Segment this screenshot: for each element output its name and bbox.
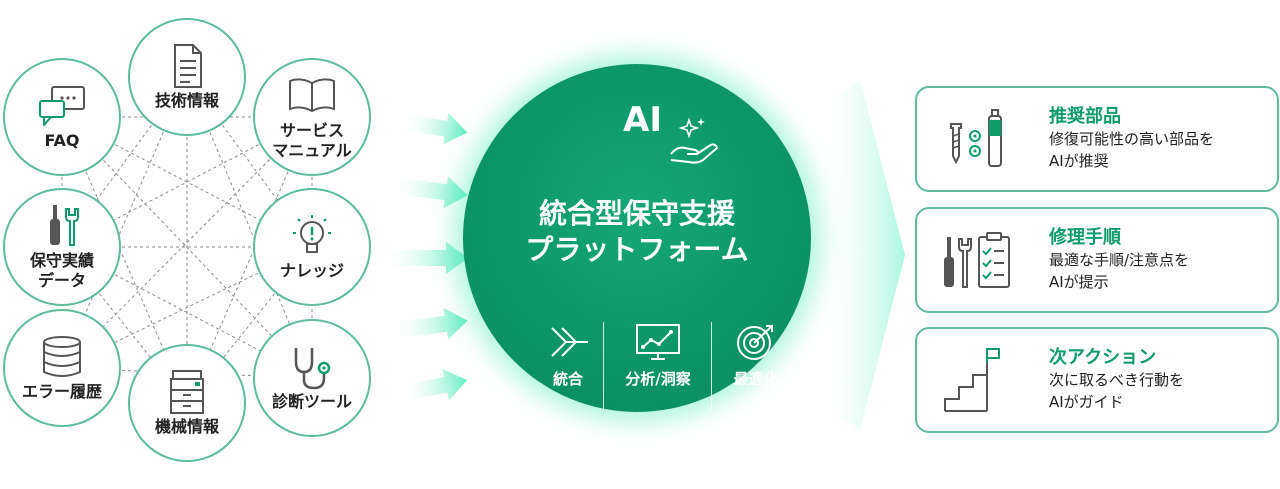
feature-divider xyxy=(603,322,604,410)
card-recommended-parts-desc: 修復可能性の高い部品を AIが推奨 xyxy=(1049,130,1215,170)
card-recommended-parts: 推奨部品 修復可能性の高い部品を AIが推奨 xyxy=(915,86,1279,192)
platform-hub: AI 統合型保守支援 プラットフォーム 統合 xyxy=(463,64,811,412)
chart-monitor-icon xyxy=(636,324,680,360)
node-maintenance-data: 保守実績 データ xyxy=(3,188,121,306)
feature-integrate: 統合 xyxy=(513,322,623,389)
node-tech-info-label: 技術情報 xyxy=(154,91,219,110)
card-recommended-parts-title: 推奨部品 xyxy=(1049,106,1121,127)
ai-badge: AI xyxy=(623,100,662,140)
node-faq: FAQ xyxy=(3,58,121,176)
node-service-manual: サービス マニュアル xyxy=(253,58,371,176)
feature-divider xyxy=(711,322,712,410)
node-knowledge: ナレッジ xyxy=(253,188,371,306)
card-next-action: 次アクション 次に取るべき行動を AIがガイド xyxy=(915,327,1279,433)
node-machine-info-label: 機械情報 xyxy=(154,417,219,436)
parts-icon xyxy=(950,109,1002,167)
node-error-history-label: エラー履歴 xyxy=(21,382,102,401)
node-knowledge-label: ナレッジ xyxy=(279,261,344,280)
checklist-tools-icon xyxy=(944,232,1010,288)
stairs-flag-icon xyxy=(944,348,1000,412)
feature-analysis: 分析/洞察 xyxy=(603,322,713,389)
hub-title-line1: 統合型保守支援 xyxy=(538,197,735,230)
card-repair-steps: 修理手順 最適な手順/注意点を AIが提示 xyxy=(915,207,1279,313)
screwdriver-wrench-icon xyxy=(50,205,79,246)
target-icon xyxy=(737,325,773,360)
lightbulb-icon xyxy=(293,215,331,253)
card-next-action-title: 次アクション xyxy=(1049,347,1157,368)
feature-analysis-label: 分析/洞察 xyxy=(625,370,691,388)
node-diagnostic-tool-label: 診断ツール xyxy=(271,392,352,411)
stethoscope-icon xyxy=(294,348,331,390)
ai-hand-sparkle-icon xyxy=(670,117,719,164)
database-icon xyxy=(43,336,81,377)
hub-title-line2: プラットフォーム xyxy=(525,233,749,266)
card-next-action-desc: 次に取るべき行動を AIがガイド xyxy=(1049,371,1185,411)
node-tech-info: 技術情報 xyxy=(128,18,246,136)
inflow-arrows xyxy=(380,112,468,403)
outflow-funnel xyxy=(820,80,905,430)
feature-optimize: 最適化 xyxy=(701,322,811,389)
node-maintenance-data-label: 保守実績 データ xyxy=(29,251,94,290)
node-diagnostic-tool: 診断ツール xyxy=(253,319,371,437)
multifunction-printer-icon xyxy=(170,370,204,414)
card-repair-steps-title: 修理手順 xyxy=(1049,227,1121,248)
chat-bubbles-icon xyxy=(39,86,85,126)
document-icon xyxy=(174,44,202,88)
node-faq-label: FAQ xyxy=(44,131,80,150)
node-error-history: エラー履歴 xyxy=(3,309,121,427)
open-book-icon xyxy=(289,78,335,113)
node-machine-info: 機械情報 xyxy=(128,344,246,462)
feature-optimize-label: 最適化 xyxy=(733,370,779,388)
hub-title: 統合型保守支援 プラットフォーム xyxy=(463,196,811,268)
node-service-manual-label: サービス マニュアル xyxy=(272,121,352,160)
merge-arrow-icon xyxy=(551,327,588,357)
feature-integrate-label: 統合 xyxy=(552,370,583,388)
card-repair-steps-desc: 最適な手順/注意点を AIが提示 xyxy=(1049,251,1190,291)
